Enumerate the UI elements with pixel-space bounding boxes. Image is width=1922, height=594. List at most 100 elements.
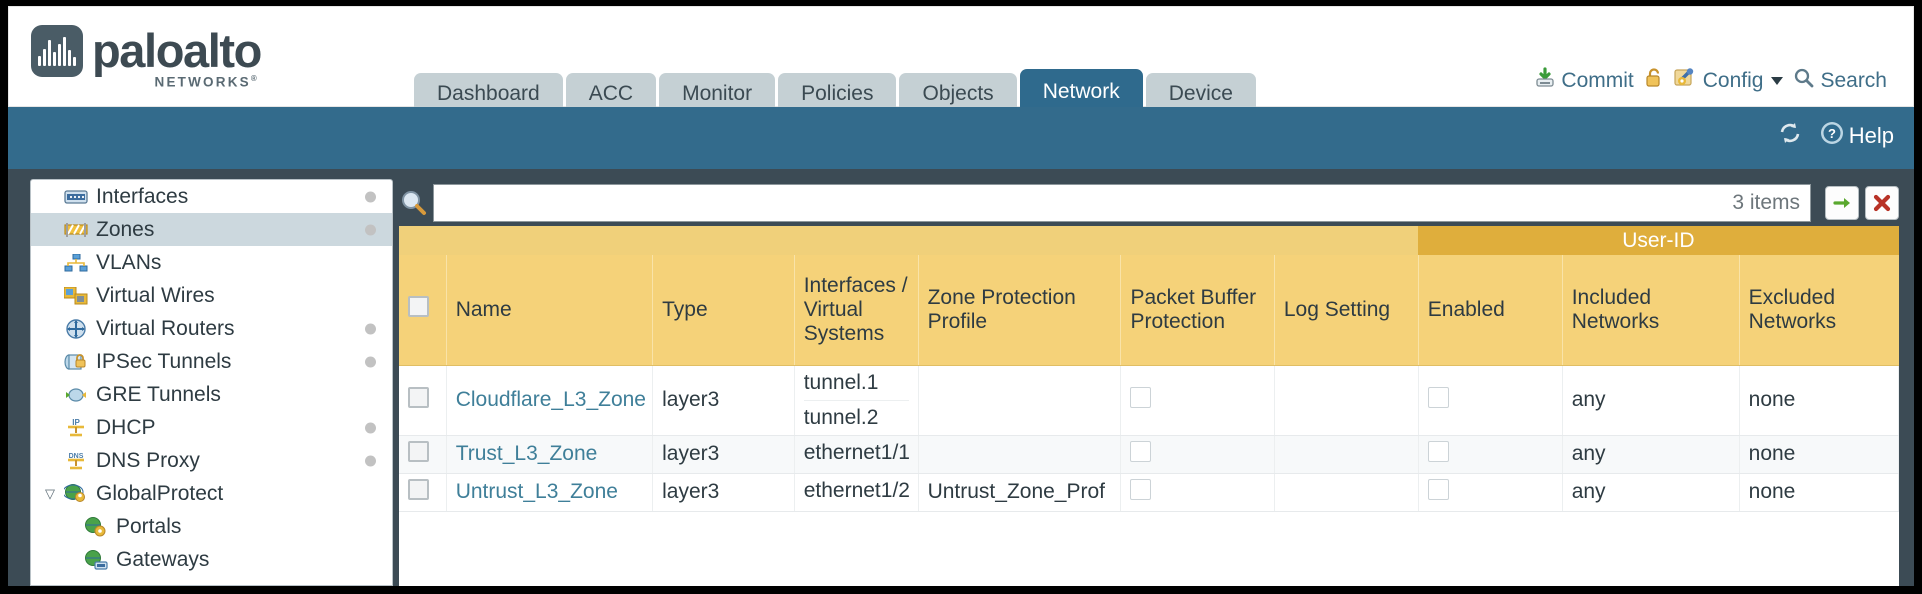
cell-log-setting <box>1274 365 1419 436</box>
gateways-icon <box>83 549 109 571</box>
sidebar-item-label: Gateways <box>116 547 210 571</box>
packet-buffer-protection-checkbox[interactable] <box>1130 386 1152 408</box>
zone-name-link[interactable]: Untrust_L3_Zone <box>455 480 618 503</box>
cell-excluded-networks: none <box>1739 365 1899 436</box>
sidebar-item-label: DNS Proxy <box>96 448 200 472</box>
col-type[interactable]: Type <box>652 255 795 366</box>
apply-filter-button[interactable] <box>1825 185 1859 220</box>
select-all-checkbox[interactable] <box>408 296 429 318</box>
clear-filter-button[interactable] <box>1865 185 1899 220</box>
col-log-setting[interactable]: Log Setting <box>1274 255 1419 366</box>
row-checkbox[interactable] <box>408 386 429 408</box>
vlans-icon <box>63 252 89 274</box>
sidebar-item-virtual-wires[interactable]: ▽Virtual Wires <box>31 279 392 312</box>
sidebar-item-status-dot <box>365 224 376 235</box>
sidebar-item-gre-tunnels[interactable]: ▽GRE Tunnels <box>31 378 392 411</box>
cell-included-networks: any <box>1562 435 1740 474</box>
row-checkbox[interactable] <box>408 478 429 500</box>
search-icon <box>1793 67 1815 95</box>
search-button[interactable]: Search <box>1793 67 1887 95</box>
portals-icon <box>83 516 109 538</box>
col-excluded-networks[interactable]: Excluded Networks <box>1739 255 1899 366</box>
config-dropdown[interactable]: Config <box>1674 67 1784 95</box>
cell-zone-protection-profile <box>918 365 1122 436</box>
cell-log-setting <box>1274 435 1419 474</box>
config-icon <box>1674 67 1698 95</box>
header-toolbar: Commit <box>1534 67 1887 95</box>
packet-buffer-protection-checkbox[interactable] <box>1130 440 1152 462</box>
excluded-networks-value: none <box>1748 480 1796 503</box>
expander-triangle-icon[interactable]: ▽ <box>45 486 55 501</box>
col-interfaces[interactable]: Interfaces / Virtual Systems <box>794 255 919 366</box>
cell-userid-enabled <box>1418 473 1563 512</box>
excluded-networks-value: none <box>1748 442 1796 465</box>
sidebar-item-status-dot <box>365 455 376 466</box>
sidebar-item-label: GlobalProtect <box>96 481 224 505</box>
cell-packet-buffer-protection <box>1120 435 1275 474</box>
cell-userid-enabled <box>1418 365 1563 436</box>
sidebar-item-portals[interactable]: Portals <box>31 510 392 543</box>
gre-tunnels-icon <box>63 384 89 406</box>
sidebar-item-label: IPSec Tunnels <box>96 349 232 373</box>
interface-item: ethernet1/1 <box>803 440 910 464</box>
refresh-icon <box>1777 120 1803 152</box>
cell-excluded-networks: none <box>1739 473 1899 512</box>
interfaces-list: ethernet1/1 <box>803 436 910 470</box>
zone-name-link[interactable]: Trust_L3_Zone <box>455 442 598 465</box>
filter-input-wrap[interactable]: 3 items <box>433 183 1811 222</box>
userid-enabled-checkbox[interactable] <box>1427 478 1449 500</box>
brand-name: paloalto <box>92 24 262 77</box>
search-label: Search <box>1820 69 1887 92</box>
sidebar-item-label: Virtual Routers <box>96 316 235 340</box>
sidebar-item-label: Portals <box>116 514 182 538</box>
included-networks-value: any <box>1571 442 1606 465</box>
sidebar-item-vlans[interactable]: ▽VLANs <box>31 246 392 279</box>
red-x-icon <box>1873 194 1891 211</box>
cell-name[interactable]: Untrust_L3_Zone <box>446 473 654 512</box>
svg-text:IP: IP <box>72 418 80 427</box>
sidebar-item-globalprotect[interactable]: ▽ GlobalProtect <box>31 477 392 510</box>
dns-proxy-icon: DNS <box>63 450 89 472</box>
sidebar-item-status-dot <box>365 356 376 367</box>
userid-enabled-checkbox[interactable] <box>1427 440 1449 462</box>
col-enabled[interactable]: Enabled <box>1418 255 1563 366</box>
cell-name[interactable]: Trust_L3_Zone <box>446 435 654 474</box>
green-arrow-icon <box>1833 197 1850 208</box>
zone-type: layer3 <box>662 388 720 411</box>
table-row[interactable]: Trust_L3_Zone layer3 ethernet1/1 any none <box>399 435 1899 474</box>
sidebar-item-label: VLANs <box>96 250 162 274</box>
col-packet-buffer-protection[interactable]: Packet Buffer Protection <box>1120 255 1275 366</box>
sidebar-item-interfaces[interactable]: ▽Interfaces <box>31 180 392 213</box>
cell-userid-enabled <box>1418 435 1563 474</box>
sidebar-item-virtual-routers[interactable]: ▽Virtual Routers <box>31 312 392 345</box>
col-zone-protection-profile[interactable]: Zone Protection Profile <box>918 255 1122 366</box>
filter-search-icon[interactable] <box>399 188 429 223</box>
userid-enabled-checkbox[interactable] <box>1427 386 1449 408</box>
globalprotect-icon <box>63 483 89 505</box>
dhcp-icon: IP <box>63 417 89 439</box>
zone-name-link[interactable]: Cloudflare_L3_Zone <box>455 388 646 411</box>
sidebar-item-ipsec-tunnels[interactable]: ▽IPSec Tunnels <box>31 345 392 378</box>
col-name[interactable]: Name <box>446 255 654 366</box>
zone-type: layer3 <box>662 442 720 465</box>
cell-included-networks: any <box>1562 473 1740 512</box>
padlock-icon <box>1644 67 1664 95</box>
interfaces-list: ethernet1/2 <box>804 474 910 508</box>
help-button[interactable]: ? Help <box>1819 120 1894 152</box>
commit-button[interactable]: Commit <box>1534 67 1634 95</box>
col-included-networks[interactable]: Included Networks <box>1562 255 1740 366</box>
sidebar-item-zones[interactable]: ▽Zones <box>31 213 392 246</box>
row-checkbox-cell <box>399 473 447 512</box>
network-sidebar: ▽Interfaces▽Zones▽VLANs▽Virtual Wires▽Vi… <box>30 179 393 586</box>
sidebar-item-gateways[interactable]: Gateways <box>31 543 392 576</box>
refresh-button[interactable] <box>1777 120 1803 152</box>
cell-name[interactable]: Cloudflare_L3_Zone <box>446 365 654 436</box>
lock-button[interactable] <box>1644 67 1664 95</box>
row-checkbox[interactable] <box>408 440 429 462</box>
packet-buffer-protection-checkbox[interactable] <box>1130 478 1152 500</box>
